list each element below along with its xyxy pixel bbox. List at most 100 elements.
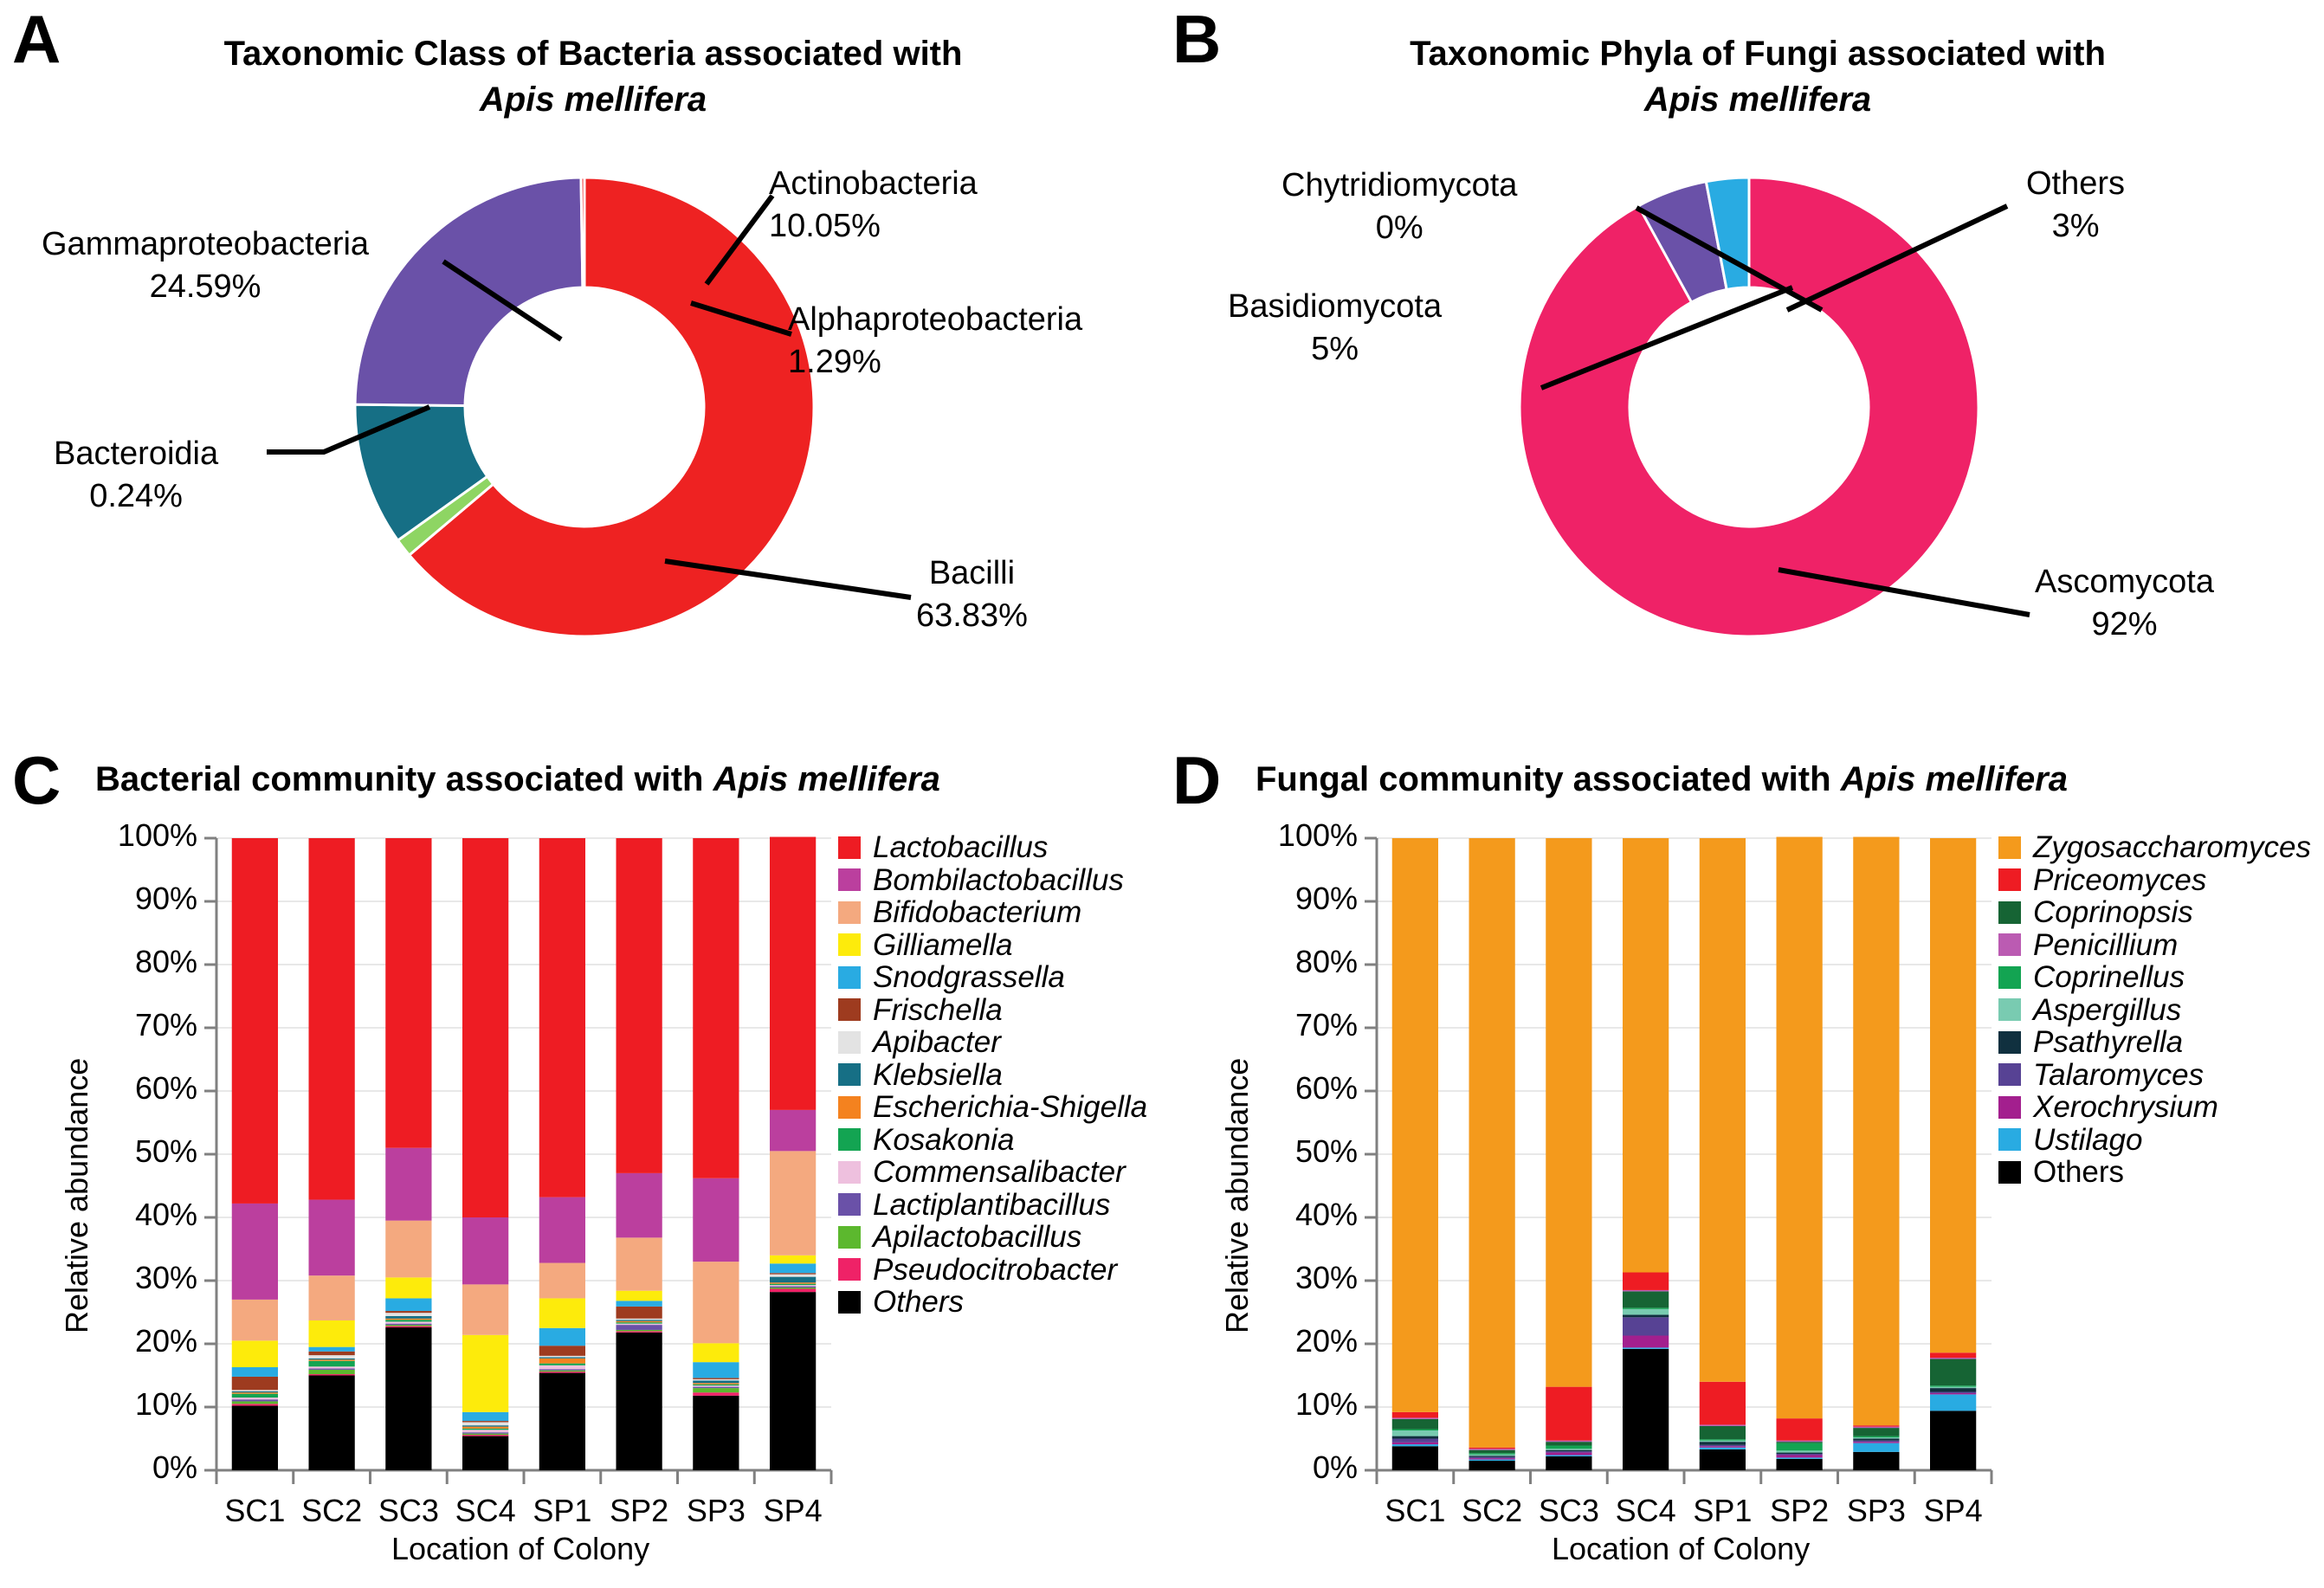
legend-item[interactable]: Apibacter	[838, 1026, 1147, 1059]
legend-item[interactable]: Zygosaccharomyces	[1998, 831, 2311, 864]
bar-segment	[462, 1421, 509, 1423]
legend-item[interactable]: Bifidobacterium	[838, 896, 1147, 929]
x-tick-label-sc2: SC2	[301, 1493, 363, 1528]
bar-segment	[1853, 1425, 1900, 1427]
legend-item[interactable]: Kosakonia	[838, 1124, 1147, 1157]
legend-item[interactable]: Commensalibacter	[838, 1156, 1147, 1189]
legend-item[interactable]: Escherichia-Shigella	[838, 1091, 1147, 1124]
legend-item[interactable]: Others	[1998, 1156, 2311, 1189]
legend-item[interactable]: Klebsiella	[838, 1059, 1147, 1092]
bar-segment	[308, 1320, 355, 1347]
bar-segment	[770, 1288, 817, 1293]
bar-segment	[1623, 1348, 1669, 1470]
bar-segment	[231, 1299, 278, 1341]
bar-segment	[231, 1203, 278, 1300]
callout-actinobacteria-value: 10.05%	[769, 208, 881, 245]
legend-item[interactable]: Psathyrella	[1998, 1026, 2311, 1059]
bar-segment	[1546, 838, 1592, 1387]
bar-segment	[385, 1318, 432, 1320]
bar-segment	[616, 1301, 662, 1307]
bar-segment	[770, 1151, 817, 1256]
bar-segment	[385, 1313, 432, 1316]
legend-item[interactable]: Xerochrysium	[1998, 1091, 2311, 1124]
bar-segment	[231, 1392, 278, 1394]
legend-item[interactable]: Frischella	[838, 994, 1147, 1027]
bar-segment	[308, 1355, 355, 1359]
x-tick-label-sc1: SC1	[1385, 1493, 1446, 1528]
legend-item[interactable]: Pseudocitrobacter	[838, 1254, 1147, 1287]
bar-segment	[1546, 1440, 1592, 1443]
bar-segment	[770, 1109, 817, 1152]
legend-item[interactable]: Gilliamella	[838, 929, 1147, 962]
panel-c-xlabel: Location of Colony	[391, 1531, 650, 1566]
legend-label: Others	[873, 1285, 965, 1320]
legend-item[interactable]: Coprinellus	[1998, 961, 2311, 994]
legend-item[interactable]: Bombilactobacillus	[838, 864, 1147, 897]
bar-segment	[693, 1380, 739, 1384]
panel-b: B Taxonomic Phyla of Fungi associated wi…	[1160, 0, 2324, 727]
leader-bacteroidia	[267, 404, 431, 455]
bar-segment	[231, 1398, 278, 1400]
legend-item[interactable]: Coprinopsis	[1998, 896, 2311, 929]
legend-swatch-icon	[1998, 1030, 2021, 1054]
bar-segment	[385, 1323, 432, 1326]
bar-segment	[462, 1432, 509, 1434]
bar-segment	[231, 1404, 278, 1406]
callout-bacteroidia-value: 0.24%	[89, 478, 183, 515]
legend-item[interactable]: Penicillium	[1998, 929, 2311, 962]
bar-segment	[1469, 1454, 1515, 1456]
y-tick-label: 90%	[134, 881, 197, 916]
legend-item[interactable]: Ustilago	[1998, 1124, 2311, 1157]
bar-segment	[1699, 1440, 1746, 1443]
legend-label: Snodgrassella	[873, 960, 1065, 995]
bar-segment	[1469, 1453, 1515, 1455]
panel-a-title-line2: Apis mellifera	[479, 80, 707, 119]
bar-segment	[1776, 836, 1823, 1419]
legend-swatch-icon	[1998, 1063, 2021, 1087]
bar-segment	[1776, 1452, 1823, 1455]
callout-ascomycota-name: Ascomycota	[2035, 564, 2214, 600]
bar-segment	[539, 1355, 585, 1358]
bar-segment	[539, 1262, 585, 1299]
bar-segment	[1546, 1442, 1592, 1446]
x-tick-label-sp1: SP1	[533, 1493, 592, 1528]
bar-segment	[385, 1315, 432, 1319]
legend-label: Coprinopsis	[2033, 895, 2193, 930]
y-tick-label: 30%	[1294, 1260, 1358, 1295]
bar-segment	[1623, 1289, 1669, 1292]
callout-basidiomycota: Basidiomycota 5%	[1228, 286, 1442, 371]
bar-segment	[616, 1306, 662, 1319]
legend-label: Psathyrella	[2033, 1025, 2184, 1060]
bar-segment	[1699, 1444, 1746, 1447]
bar-segment	[693, 1378, 739, 1381]
legend-item[interactable]: Priceomyces	[1998, 864, 2311, 897]
legend-item[interactable]: Others	[838, 1286, 1147, 1319]
bar-segment	[1546, 1445, 1592, 1449]
callout-gammaproteobacteria-value: 24.59%	[149, 268, 261, 306]
legend-label: Others	[2033, 1155, 2125, 1190]
bar-segment	[770, 1282, 817, 1284]
callout-chytridiomycota-name: Chytridiomycota	[1281, 167, 1518, 203]
x-tick-label-sp3: SP3	[1846, 1493, 1906, 1528]
callout-bacilli: Bacilli 63.83%	[916, 552, 1028, 638]
x-tick-label-sc1: SC1	[224, 1493, 286, 1528]
panel-c: C Bacterial community associated with Ap…	[0, 727, 1160, 1588]
bar-segment	[1930, 1410, 1977, 1470]
legend-item[interactable]: Lactiplantibacillus	[838, 1189, 1147, 1222]
y-tick-label: 70%	[1294, 1007, 1358, 1043]
bar-segment	[231, 1405, 278, 1470]
bar-segment	[308, 1366, 355, 1369]
bar-segment	[308, 1369, 355, 1375]
x-tick-label-sp4: SP4	[1923, 1493, 1983, 1528]
legend-item[interactable]: Talaromyces	[1998, 1059, 2311, 1092]
legend-item[interactable]: Snodgrassella	[838, 961, 1147, 994]
bar-segment	[1699, 1447, 1746, 1449]
legend-item[interactable]: Apilactobacillus	[838, 1221, 1147, 1254]
legend-item[interactable]: Aspergillus	[1998, 994, 2311, 1027]
bar-segment	[1623, 1291, 1669, 1308]
legend-item[interactable]: Lactobacillus	[838, 831, 1147, 864]
bar-segment	[693, 1362, 739, 1378]
bar-segment	[462, 1422, 509, 1426]
y-tick-label: 70%	[134, 1007, 197, 1043]
bar-segment	[385, 1327, 432, 1470]
